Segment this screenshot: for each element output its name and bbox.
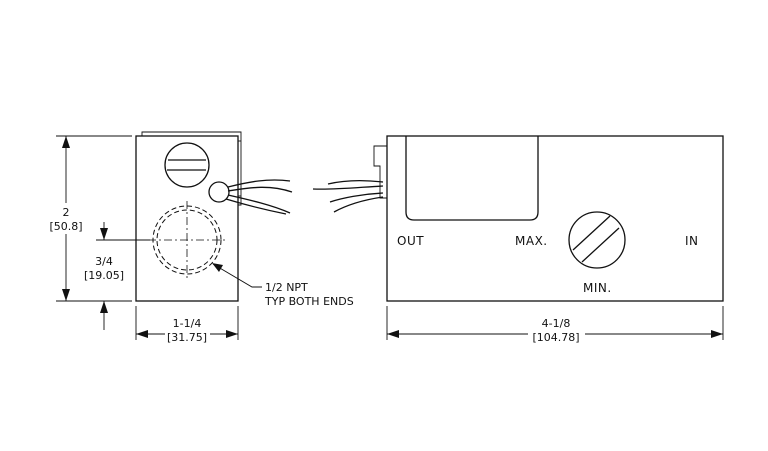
wire-grommet <box>208 181 230 203</box>
label-max: MAX. <box>515 234 548 248</box>
label-in: IN <box>685 234 699 248</box>
wire-leads-side <box>225 179 293 215</box>
length-dim-metric: [104.78] <box>532 331 579 344</box>
front-view: OUT MAX. IN MIN. 4-1/8 [104.78] <box>312 135 724 344</box>
side-view-body <box>135 135 239 302</box>
length-dimension: 4-1/8 [104.78] <box>386 306 724 344</box>
adjust-screw-side <box>164 142 210 188</box>
label-min: MIN. <box>583 281 612 295</box>
offset-dimension: 3/4 [19.05] <box>84 222 150 330</box>
front-view-window <box>405 136 539 221</box>
length-dim-value: 4-1/8 <box>542 317 571 330</box>
height-dim-metric: [50.8] <box>49 220 82 233</box>
npt-note-line1: 1/2 NPT <box>265 281 308 294</box>
npt-leader: 1/2 NPT TYP BOTH ENDS <box>212 263 354 308</box>
offset-dim-value: 3/4 <box>95 255 113 268</box>
side-view: 2 [50.8] 3/4 [19.05] 1-1/4 [31.75] <box>49 131 354 344</box>
width-dim-value: 1-1/4 <box>173 317 202 330</box>
height-dimension: 2 [50.8] <box>49 135 132 302</box>
width-dim-metric: [31.75] <box>167 331 207 344</box>
front-view-body <box>386 135 724 302</box>
label-out: OUT <box>397 234 424 248</box>
offset-dim-metric: [19.05] <box>84 269 124 282</box>
setpoint-screw <box>568 211 626 269</box>
npt-note-line2: TYP BOTH ENDS <box>264 295 354 308</box>
wire-leads-front <box>312 180 384 213</box>
npt-opening <box>148 201 226 279</box>
front-view-bracket <box>373 145 387 199</box>
width-dimension: 1-1/4 [31.75] <box>135 306 239 344</box>
side-view-back-plate <box>141 131 242 206</box>
height-dim-value: 2 <box>63 206 70 219</box>
